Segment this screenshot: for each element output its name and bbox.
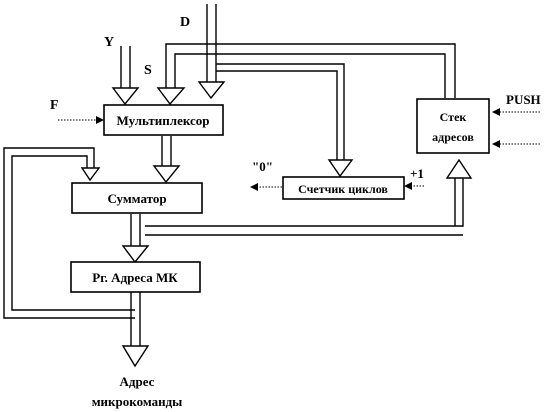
counter-label: Счетчик циклов [298, 182, 388, 196]
register-to-stack-bus [145, 158, 473, 236]
stack-label-line2: адресов [432, 130, 474, 144]
d-label: D [180, 15, 190, 30]
zero-label: "0" [252, 159, 273, 174]
output-bus [121, 292, 150, 368]
left-feedback-bus [3, 147, 135, 319]
d-to-counter-bus [216, 63, 354, 178]
y-input-bus [111, 46, 140, 106]
push-label: PUSH [506, 92, 541, 107]
register-label: Рг. Адреса МК [92, 270, 178, 285]
multiplexer-to-adder-bus [152, 136, 181, 184]
f-label: F [50, 98, 59, 113]
stack-label-line1: Стек [440, 110, 467, 124]
push-input-lines [492, 108, 540, 148]
output-label-line1: Адрес [120, 374, 155, 389]
stack-to-multiplexer-bus [156, 43, 456, 106]
y-label: Y [104, 35, 114, 50]
multiplexer-block: Мультиплексор [103, 104, 224, 136]
adder-to-register-bus [121, 214, 150, 264]
counter-zero-line [250, 183, 282, 191]
register-block: Рг. Адреса МК [70, 261, 201, 293]
plus-one-label: +1 [410, 166, 424, 181]
counter-block: Счетчик циклов [282, 176, 405, 200]
stack-block: Стек адресов [416, 98, 490, 154]
adder-label: Сумматор [107, 191, 166, 206]
adder-block: Сумматор [71, 182, 203, 214]
multiplexer-label: Мультиплексор [116, 113, 209, 128]
d-input-bus [197, 4, 226, 100]
f-input-line [58, 116, 104, 124]
s-label: S [144, 63, 152, 78]
output-label-line2: микрокоманды [92, 394, 183, 409]
plus-one-line [404, 182, 424, 190]
